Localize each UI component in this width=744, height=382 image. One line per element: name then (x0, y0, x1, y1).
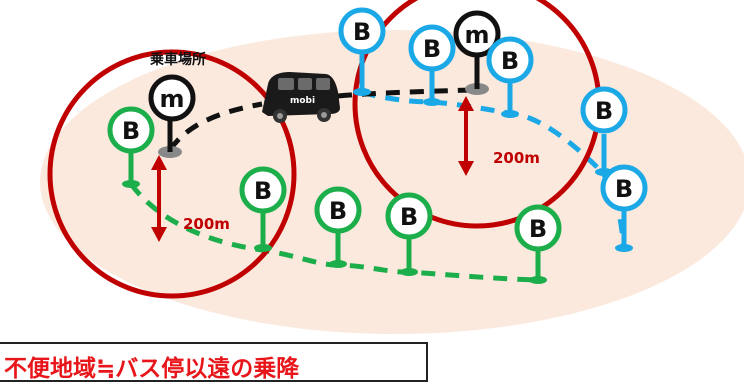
svg-text:B: B (423, 35, 441, 63)
svg-text:m: m (464, 21, 489, 49)
bus-stop-green-1: B (107, 106, 155, 188)
bus-stop-green-3: B (314, 186, 362, 268)
pickup-location-label: 乗車場所 (149, 51, 206, 68)
bus-stop-blue-2: B (408, 24, 456, 106)
distance-label-left: 200m (183, 215, 230, 233)
mobi-van-icon: mobi (262, 72, 340, 123)
svg-text:B: B (254, 177, 272, 205)
svg-text:B: B (353, 18, 371, 46)
caption-text: 不便地域≒バス停以遠の乗降 (4, 356, 300, 382)
distance-arrow-left (151, 155, 167, 242)
mobi-pin-left: m (148, 74, 196, 158)
bus-stop-blue-5: B (600, 164, 648, 252)
service-area (40, 30, 744, 334)
svg-text:B: B (329, 197, 347, 225)
bus-stop-blue-3: B (486, 36, 534, 118)
distance-label-right: 200m (493, 149, 540, 167)
van-logo-text: mobi (290, 96, 315, 106)
bus-stop-green-4: B (385, 192, 433, 276)
svg-text:m: m (159, 85, 184, 113)
bus-stop-green-5: B (514, 204, 562, 284)
svg-text:B: B (501, 47, 519, 75)
service-area-diagram: 200m 200m mobi B B B B (40, 0, 744, 334)
caption-box: 不便地域≒バス停以遠の乗降 (0, 342, 428, 382)
bus-stop-blue-4: B (580, 86, 628, 176)
svg-text:B: B (400, 203, 418, 231)
svg-text:B: B (122, 117, 140, 145)
radius-circle-left (47, 49, 297, 299)
mobi-route-2 (337, 87, 473, 99)
distance-arrow-right (458, 96, 474, 176)
bus-stop-blue-1: B (338, 7, 386, 96)
mobi-route (167, 101, 263, 152)
green-bus-route (128, 182, 539, 283)
svg-text:B: B (595, 97, 613, 125)
svg-text:B: B (529, 215, 547, 243)
svg-text:B: B (615, 175, 633, 203)
bus-stop-green-2: B (239, 166, 287, 252)
mobi-pin-right: m (453, 10, 501, 95)
